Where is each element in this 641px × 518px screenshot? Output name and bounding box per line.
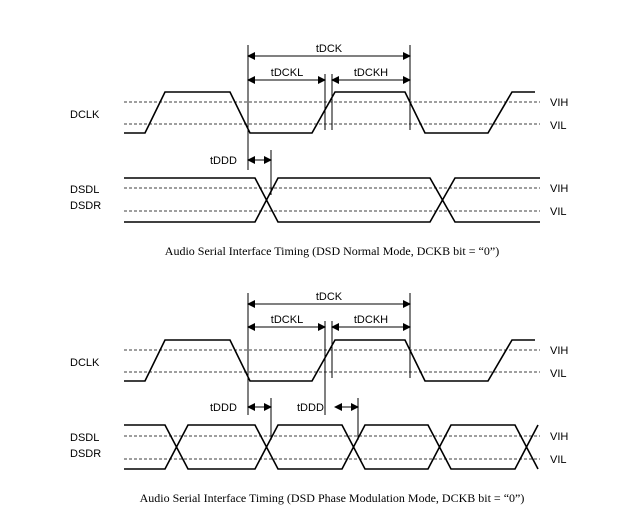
data-waveform-lower — [124, 177, 540, 223]
phase-modulation-diagram: tDCK tDCKL tDCKH DCLK VIH VIL tDDD tDDD — [70, 291, 568, 505]
tddd-label: tDDD — [210, 155, 237, 167]
dclk-waveform — [124, 91, 535, 134]
tdckl-label: tDCKL — [271, 67, 303, 79]
tdckh-label: tDCKH — [354, 314, 388, 326]
dclk-label: DCLK — [70, 357, 100, 369]
vih-label: VIH — [550, 345, 568, 357]
vil-label: VIL — [550, 206, 567, 218]
tddd-label: tDDD — [297, 402, 324, 414]
dsdr-label: DSDR — [70, 200, 101, 212]
vih-label: VIH — [550, 97, 568, 109]
data-waveform-upper — [124, 177, 540, 223]
dsdr-label: DSDR — [70, 448, 101, 460]
tddd-label: tDDD — [210, 402, 237, 414]
vil-label: VIL — [550, 368, 567, 380]
phase-mode-caption: Audio Serial Interface Timing (DSD Phase… — [140, 491, 525, 505]
dsdl-label: DSDL — [70, 184, 99, 196]
normal-mode-caption: Audio Serial Interface Timing (DSD Norma… — [165, 244, 499, 258]
dsdl-label: DSDL — [70, 432, 99, 444]
vil-label: VIL — [550, 120, 567, 132]
tdckl-label: tDCKL — [271, 314, 303, 326]
tdck-label: tDCK — [316, 291, 343, 303]
data-waveform-upper — [124, 424, 539, 470]
tdckh-label: tDCKH — [354, 67, 388, 79]
tdck-label: tDCK — [316, 43, 343, 55]
vil-label: VIL — [550, 454, 567, 466]
dclk-label: DCLK — [70, 109, 100, 121]
vih-label: VIH — [550, 183, 568, 195]
data-waveform-lower — [124, 424, 539, 470]
vih-label: VIH — [550, 431, 568, 443]
normal-mode-diagram: tDCK tDCKL tDCKH DCLK VIH VIL tDDD DSDL … — [70, 43, 568, 258]
dclk-waveform — [124, 339, 535, 382]
